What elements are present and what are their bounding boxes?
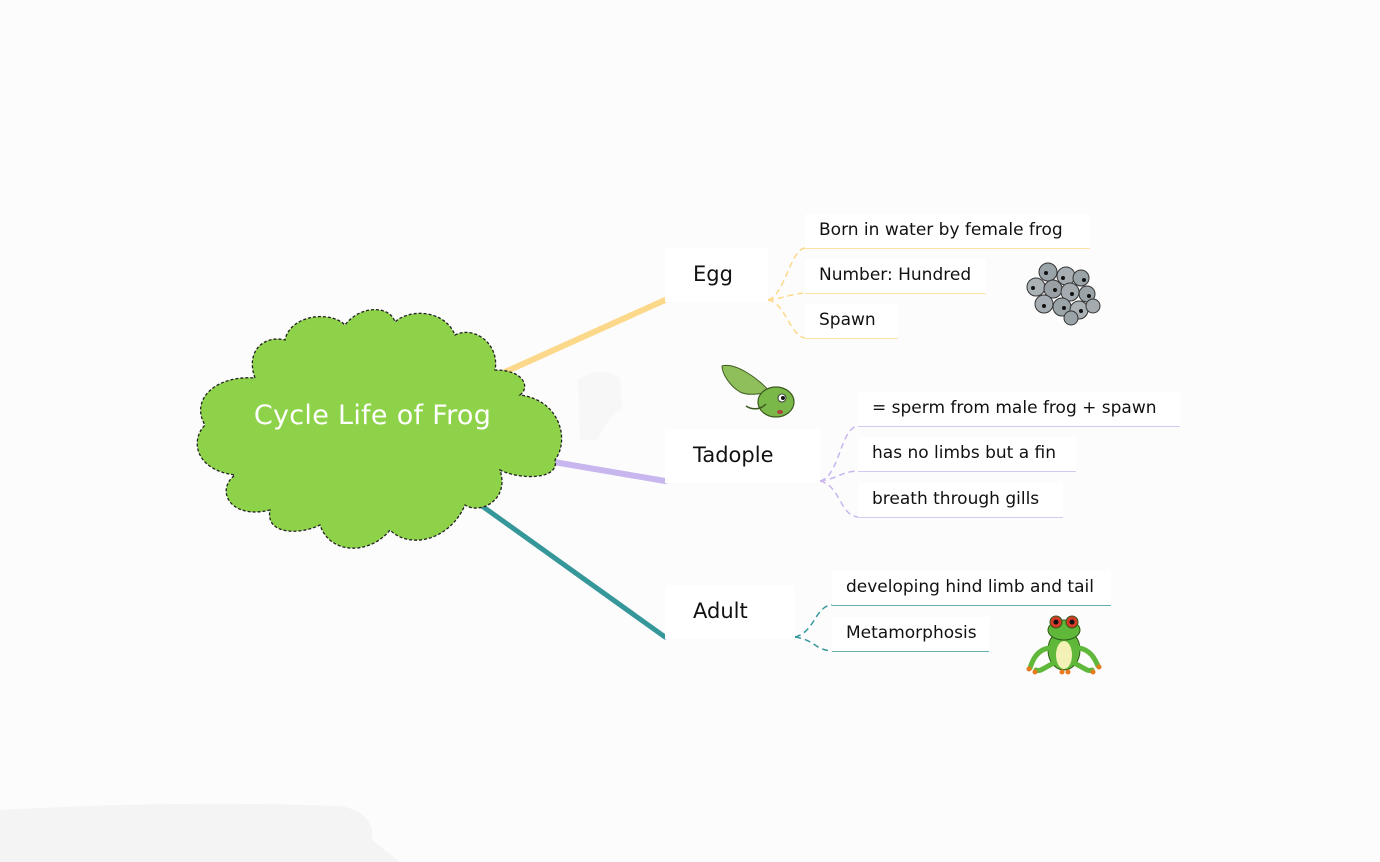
tadople-sub-connectors [819,425,859,518]
egg-leaf-underlines [805,247,1090,339]
background-shape [0,803,400,862]
tadople-connector [545,458,668,484]
tadople-leaf-gills[interactable]: breath through gills [858,483,1063,517]
frog-icon [1026,615,1102,675]
adult-leaf-underlines [832,604,1111,652]
adult-sub-connectors [794,604,833,652]
branch-adult[interactable]: Adult [665,585,795,639]
root-cloud-shape [196,309,563,549]
branch-egg[interactable]: Egg [665,248,768,302]
egg-leaf-spawn[interactable]: Spawn [805,304,898,338]
egg-connector [502,297,668,375]
tadople-leaf-no-limbs[interactable]: has no limbs but a fin [858,437,1076,471]
adult-leaf-hind-limb[interactable]: developing hind limb and tail [832,571,1111,605]
root-topic[interactable]: Cycle Life of Frog [253,400,492,431]
tadople-leaf-sperm[interactable]: = sperm from male frog + spawn [858,392,1180,426]
adult-connector [479,503,668,640]
tadpole-icon [721,364,795,418]
branch-tadople[interactable]: Tadople [665,429,820,483]
egg-sub-connectors [767,247,806,339]
background-shape [578,371,622,440]
egg-leaf-number[interactable]: Number: Hundred [805,259,986,293]
adult-leaf-metamorphosis[interactable]: Metamorphosis [832,617,989,651]
frog-spawn-icon [1026,262,1101,326]
tadople-leaf-underlines [858,425,1180,518]
egg-leaf-born-in-water[interactable]: Born in water by female frog [805,214,1090,248]
